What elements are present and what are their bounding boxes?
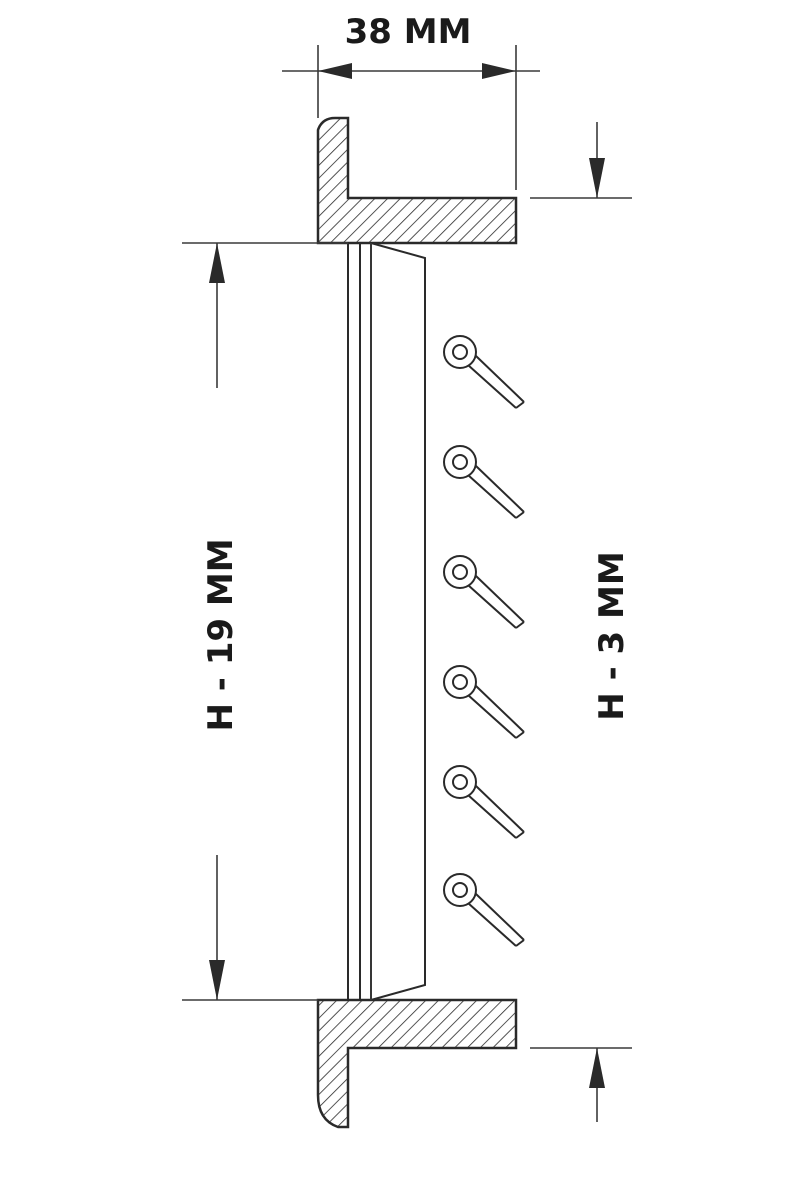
outer-height-dimension <box>530 122 632 1122</box>
louver-blade <box>443 335 525 409</box>
depth-dimension <box>282 45 540 190</box>
louver-blades <box>443 335 525 947</box>
top-frame-profile <box>316 116 518 245</box>
louver-blade <box>443 445 525 519</box>
louver-blade <box>443 555 525 629</box>
louver-blade <box>443 765 525 839</box>
louver-blade <box>443 665 525 739</box>
inner-height-label: H - 19 MM <box>201 538 241 731</box>
louver-blade <box>443 873 525 947</box>
inner-height-dimension <box>182 242 348 1001</box>
bottom-frame-profile <box>316 998 518 1129</box>
outer-height-label: H - 3 MM <box>592 551 632 720</box>
depth-label: 38 MM <box>345 12 472 52</box>
grille-core <box>347 242 426 1001</box>
